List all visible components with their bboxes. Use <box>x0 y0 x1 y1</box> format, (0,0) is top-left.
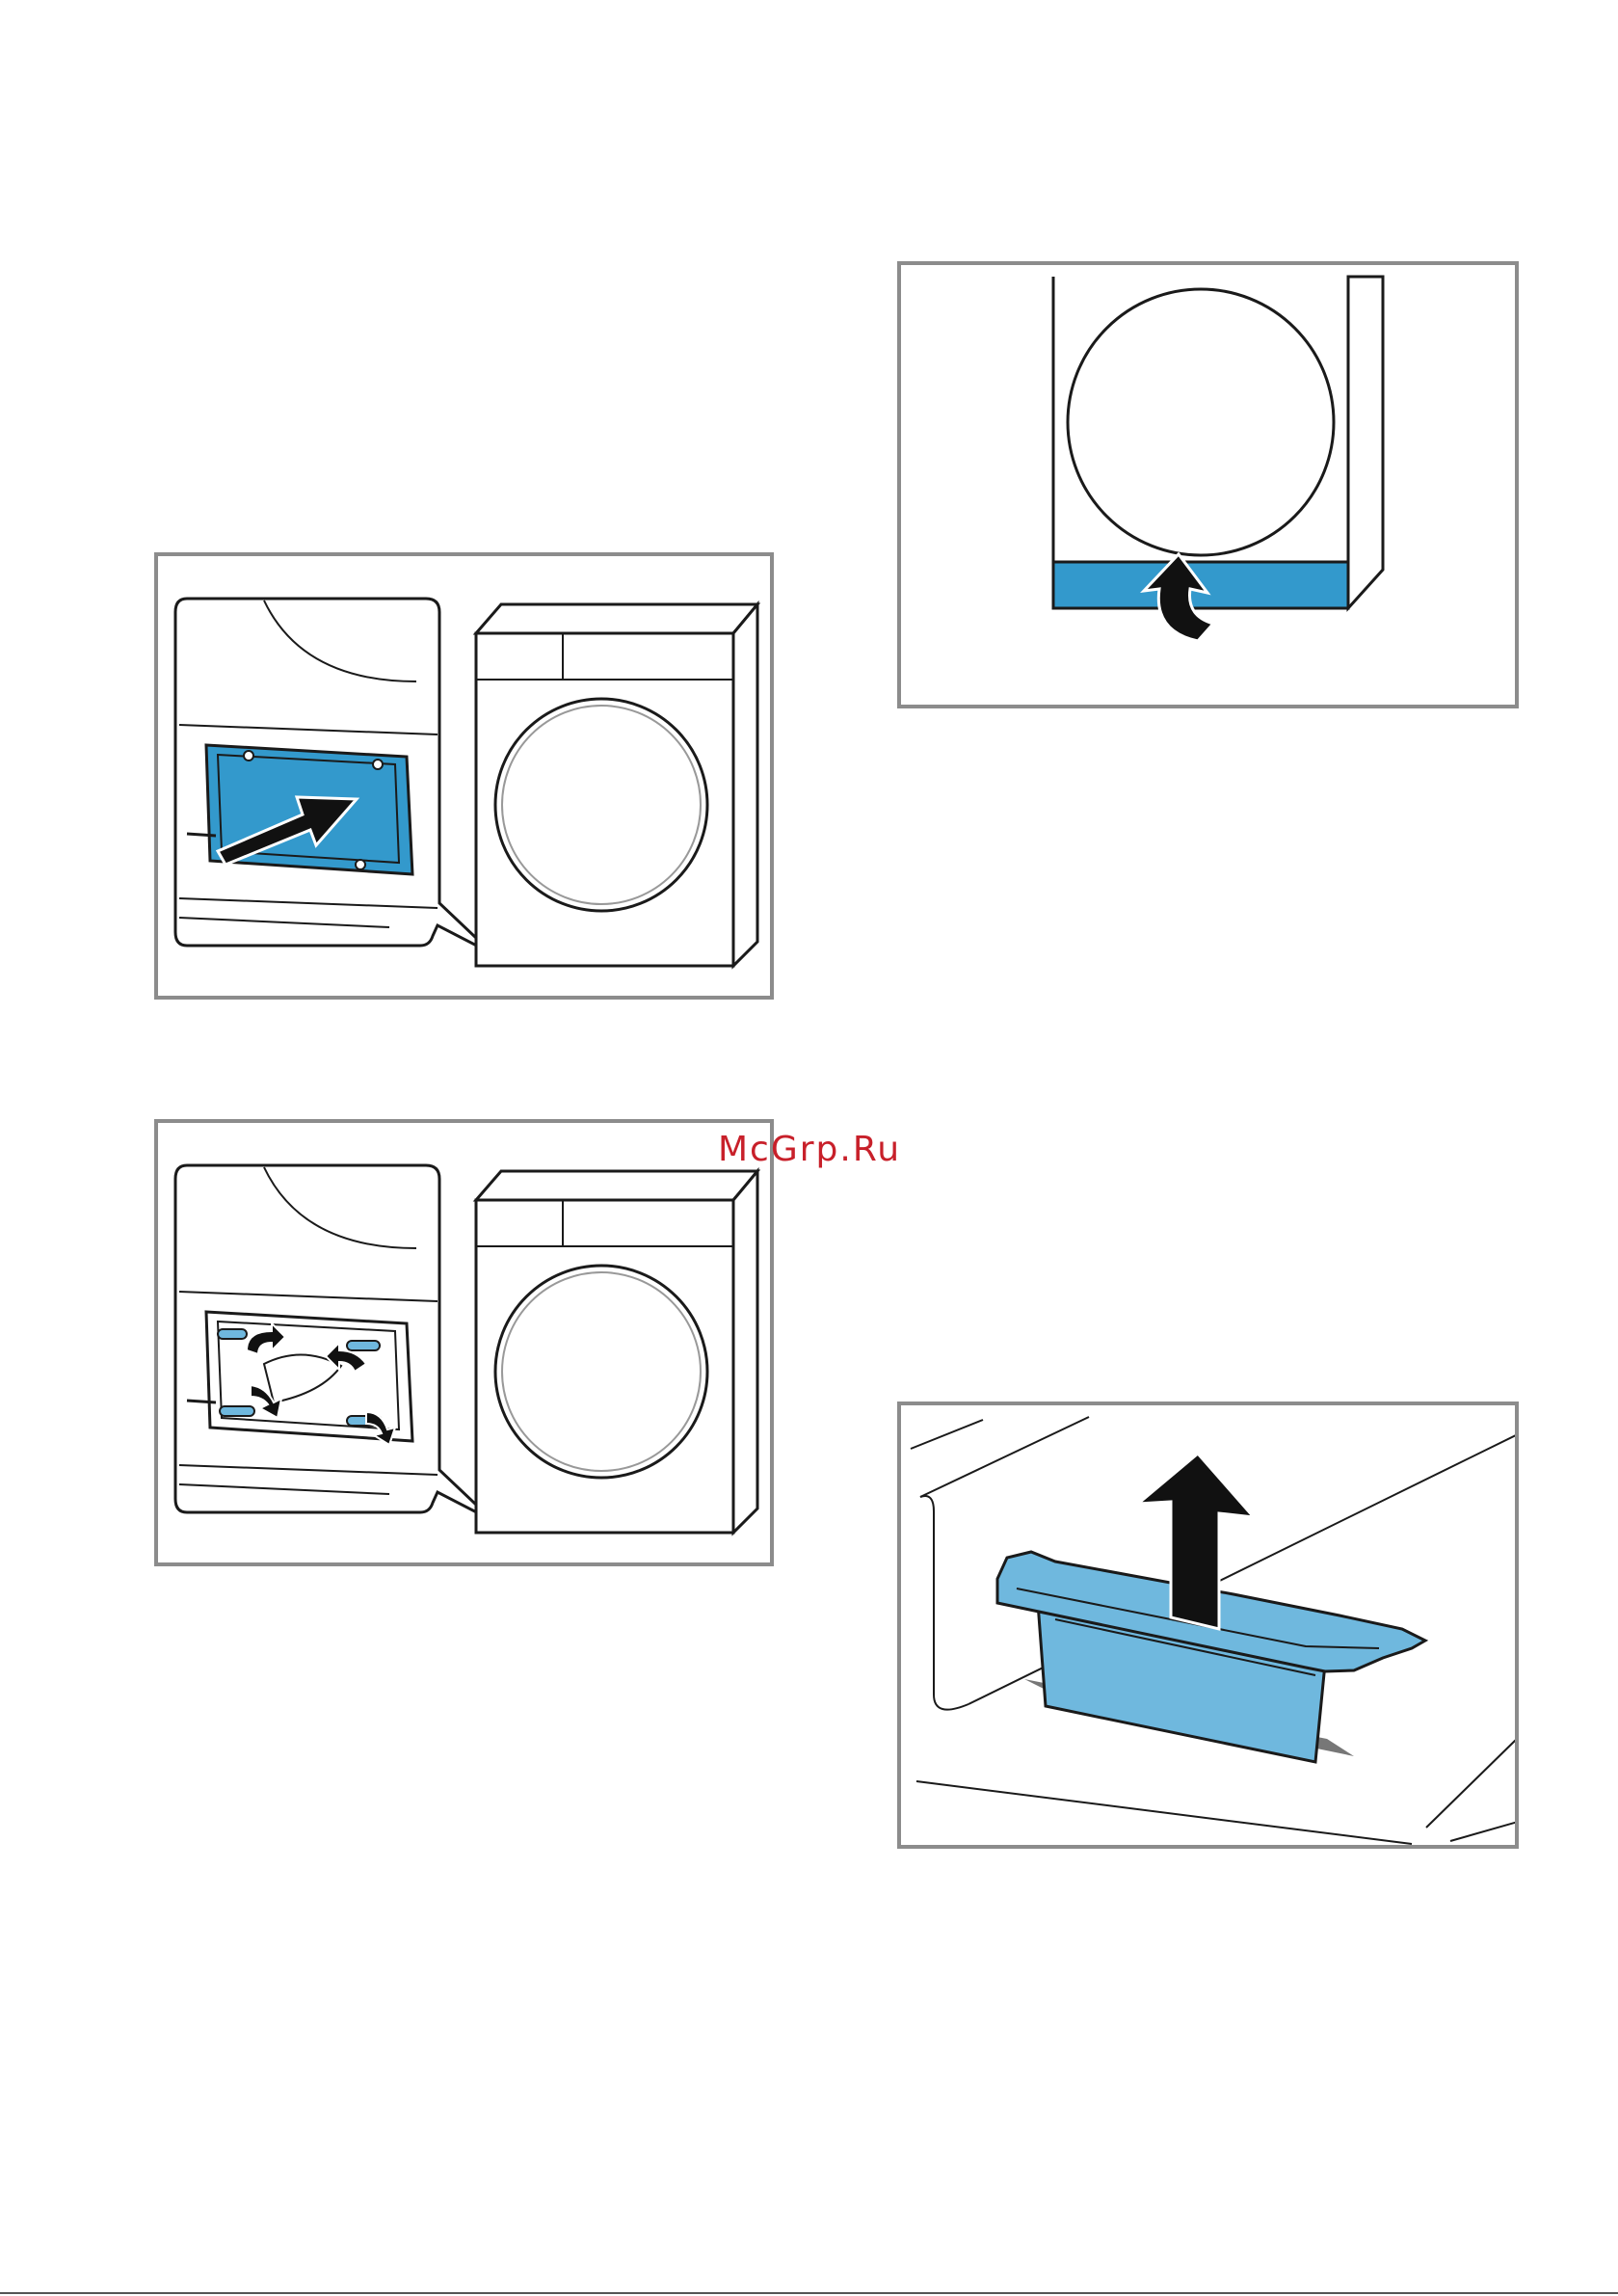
dryer-icon <box>476 1171 757 1533</box>
dryer-icon <box>476 604 757 966</box>
figure-insert-flap <box>154 552 774 1000</box>
watermark-text: McGrp.Ru <box>718 1130 901 1169</box>
figure-clip-flap <box>154 1119 774 1566</box>
figure-lift-tray-drawing <box>901 1405 1519 1849</box>
figure-insert-flap-drawing <box>158 556 774 1000</box>
figure-clip-flap-drawing <box>158 1123 774 1566</box>
figure-base-strip <box>897 261 1519 708</box>
dryer-front-icon <box>1053 277 1383 608</box>
figure-base-strip-drawing <box>901 265 1519 708</box>
page-bottom-rule <box>0 2292 1618 2294</box>
figure-lift-tray <box>897 1402 1519 1849</box>
